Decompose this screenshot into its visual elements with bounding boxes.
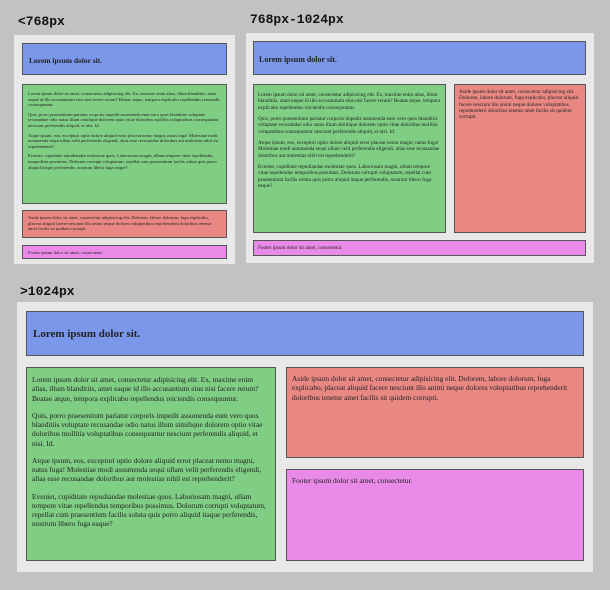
aside-text: Aside ipsum dolor sit amet, consectetur … <box>459 89 579 121</box>
main-box: Lorem ipsum dolor sit amet, consectetur … <box>26 367 276 561</box>
main-paragraph-1: Lorem ipsum dolor sit amet, consectetur … <box>258 92 441 111</box>
main-paragraph-1: Lorem ipsum dolor sit amet, consectetur … <box>28 91 221 108</box>
main-paragraph-3: Atque ipsum, eos, excepturi optio dolore… <box>258 140 440 159</box>
layout-frame-small: Lorem ipsum dolor sit. Lorem ipsum dolor… <box>14 35 235 264</box>
main-paragraph-3: Atque ipsum, eos, excepturi optio dolore… <box>32 455 262 484</box>
footer-text: Footer ipsum dolor sit amet, consectetur… <box>292 476 413 485</box>
aside-box: Aside ipsum dolor sit amet, consectetur … <box>22 210 227 238</box>
footer-box: Footer ipsum dolor sit amet, consectetur… <box>22 245 227 259</box>
main-paragraph-1: Lorem ipsum dolor sit amet, consectetur … <box>32 375 259 403</box>
main-paragraph-4: Eveniet, cupiditate repudiandae molestia… <box>28 153 217 170</box>
layout-label-medium: 768px-1024px <box>250 12 344 27</box>
main-paragraph-3: Atque ipsum, eos, excepturi optio dolore… <box>28 132 219 149</box>
footer-box: Footer ipsum dolor sit amet, consectetur… <box>286 469 584 561</box>
header-title: Lorem ipsum dolor sit. <box>259 55 337 64</box>
header-box: Lorem ipsum dolor sit. <box>253 41 586 75</box>
header-title: Lorem ipsum dolor sit. <box>29 56 103 65</box>
layout-frame-large: Lorem ipsum dolor sit. Lorem ipsum dolor… <box>17 302 593 572</box>
aside-box: Aside ipsum dolor sit amet, consectetur … <box>286 367 584 458</box>
aside-text: Aside ipsum dolor sit amet, consectetur … <box>292 374 568 402</box>
header-box: Lorem ipsum dolor sit. <box>26 311 584 356</box>
layout-label-large: >1024px <box>20 284 75 299</box>
footer-text: Footer ipsum dolor sit amet, consectetur… <box>258 245 343 251</box>
footer-box: Footer ipsum dolor sit amet, consectetur… <box>253 240 586 256</box>
layout-label-small: <768px <box>18 14 65 29</box>
aside-text: Aside ipsum dolor sit amet, consectetur … <box>28 215 212 232</box>
header-box: Lorem ipsum dolor sit. <box>22 43 227 75</box>
aside-box: Aside ipsum dolor sit amet, consectetur … <box>454 84 586 233</box>
layout-frame-medium: Lorem ipsum dolor sit. Lorem ipsum dolor… <box>246 33 594 263</box>
footer-text: Footer ipsum dolor sit amet, consectetur… <box>28 250 103 255</box>
header-title: Lorem ipsum dolor sit. <box>33 328 141 340</box>
main-paragraph-2: Quis, porro praesentium pariatur corpori… <box>32 410 263 448</box>
main-paragraph-2: Quis, porro praesentium pariatur corpori… <box>258 116 438 135</box>
main-paragraph-2: Quis, porro praesentium pariatur corpori… <box>28 111 219 128</box>
main-box: Lorem ipsum dolor sit amet, consectetur … <box>253 84 446 233</box>
main-paragraph-4: Eveniet, cupiditate repudiandae molestia… <box>258 164 432 190</box>
main-box: Lorem ipsum dolor sit amet, consectetur … <box>22 84 227 204</box>
main-paragraph-4: Eveniet, cupiditate repudiandae molestia… <box>32 491 266 529</box>
